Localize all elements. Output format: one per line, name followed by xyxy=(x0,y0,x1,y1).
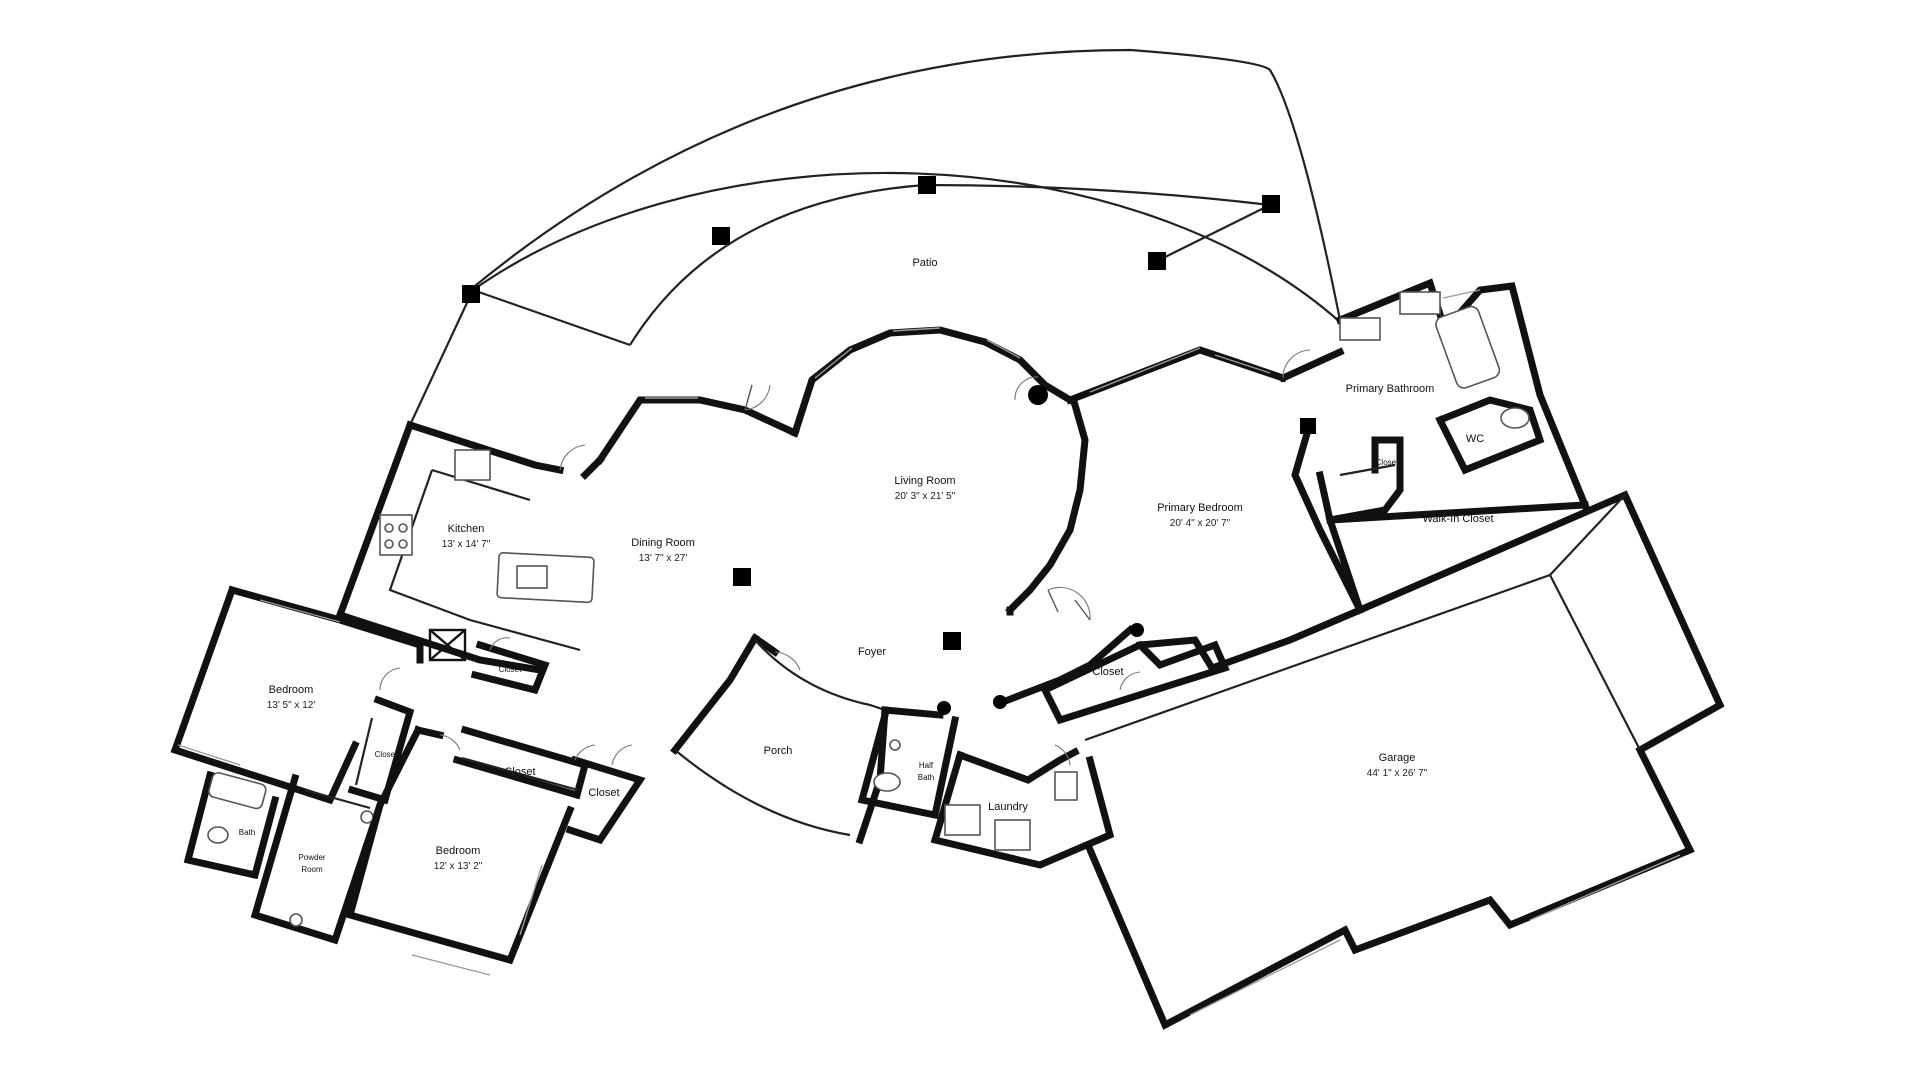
patio-post xyxy=(1148,252,1166,270)
patio-post xyxy=(462,285,480,303)
room-dim-living-room: 20' 3" x 21' 5" xyxy=(895,491,956,502)
kitchen-sink xyxy=(454,449,491,481)
room-label-closet-primary-hall: Closet xyxy=(1092,666,1123,678)
room-label-primary-bathroom: Primary Bathroom xyxy=(1346,383,1435,395)
room-dim-garage: 44' 1" x 26' 7" xyxy=(1367,768,1428,779)
toilet xyxy=(873,772,901,792)
column xyxy=(943,632,961,650)
washer xyxy=(944,804,981,836)
patio-post xyxy=(712,227,730,245)
bedroom2-closet xyxy=(452,725,590,800)
room-label-bedroom-1: Bedroom xyxy=(269,684,314,696)
room-label-foyer: Foyer xyxy=(858,646,886,658)
room-labels: Patio Living Room 20' 3" x 21' 5" Dining… xyxy=(239,257,1494,874)
room-label-powder-room-2: Room xyxy=(301,865,323,874)
room-label-garage: Garage xyxy=(1379,752,1416,764)
room-label-half-bath-2: Bath xyxy=(918,773,934,782)
column xyxy=(937,701,951,715)
laundry-area xyxy=(930,744,1115,869)
dryer xyxy=(994,819,1031,851)
room-label-closet-bedroom1: Closet xyxy=(375,750,398,759)
column xyxy=(993,695,1007,709)
room-label-half-bath-1: Half xyxy=(919,761,934,770)
room-label-primary-bedroom: Primary Bedroom xyxy=(1157,502,1243,514)
room-label-wc: WC xyxy=(1466,433,1484,445)
bathtub xyxy=(208,771,267,810)
room-label-bath: Bath xyxy=(239,828,255,837)
room-label-closet-entry: Closet xyxy=(588,787,619,799)
room-dim-dining-room: 13' 7" x 27' xyxy=(639,553,688,564)
room-label-patio: Patio xyxy=(912,257,937,269)
room-label-walk-in-closet: Walk-In Closet xyxy=(1422,513,1493,525)
walk-in-closet-area xyxy=(1325,501,1589,615)
primary-bathroom-area xyxy=(1335,278,1590,510)
living-core xyxy=(405,326,1144,837)
bedroom-2-area xyxy=(345,725,575,976)
kitchen-area xyxy=(335,420,595,675)
room-label-closet-kitchen: Closet xyxy=(499,665,522,674)
column xyxy=(733,568,751,586)
garage-area xyxy=(1083,490,1725,1030)
room-label-living-room: Living Room xyxy=(894,475,955,487)
column xyxy=(1130,623,1144,637)
bathtub xyxy=(1435,305,1501,389)
bath-area xyxy=(183,770,280,880)
room-label-closet-small-master: Closet xyxy=(1376,458,1399,467)
toilet xyxy=(1500,407,1530,429)
powder-room-area xyxy=(250,773,385,945)
laundry-sink xyxy=(1054,771,1078,801)
primary-hall-closet xyxy=(1040,640,1230,725)
bedroom1-closet xyxy=(347,695,415,805)
room-label-dining-room: Dining Room xyxy=(631,537,695,549)
room-label-porch: Porch xyxy=(764,745,793,757)
primary-bedroom-area xyxy=(1065,346,1365,673)
toilet xyxy=(207,826,229,844)
column xyxy=(1300,418,1316,434)
entry-closet xyxy=(565,744,646,845)
stove xyxy=(379,514,413,556)
room-dim-kitchen: 13' x 14' 7" xyxy=(442,539,491,550)
half-bath-area xyxy=(857,710,960,820)
master-small-closet xyxy=(1315,436,1404,525)
room-dim-bedroom-2: 12' x 13' 2" xyxy=(434,861,483,872)
sink xyxy=(289,913,303,927)
vanity-sink xyxy=(1339,317,1381,341)
room-label-laundry: Laundry xyxy=(988,801,1028,813)
room-label-powder-room-1: Powder xyxy=(298,853,325,862)
patio-post xyxy=(1262,195,1280,213)
sink xyxy=(360,810,374,824)
room-label-kitchen: Kitchen xyxy=(448,523,485,535)
vanity-sink xyxy=(1399,291,1441,315)
bedroom-1-area xyxy=(170,585,424,805)
room-label-closet-bedroom2: Closet xyxy=(504,766,535,778)
patio-area xyxy=(409,48,1342,426)
island-sink xyxy=(516,565,548,589)
room-dim-bedroom-1: 13' 5" x 12' xyxy=(267,700,316,711)
room-dim-primary-bedroom: 20' 4" x 20' 7" xyxy=(1170,518,1231,529)
sink xyxy=(889,739,901,751)
room-label-bedroom-2: Bedroom xyxy=(436,845,481,857)
patio-post xyxy=(918,176,936,194)
kitchen-closet xyxy=(470,637,550,695)
column xyxy=(1028,385,1048,405)
